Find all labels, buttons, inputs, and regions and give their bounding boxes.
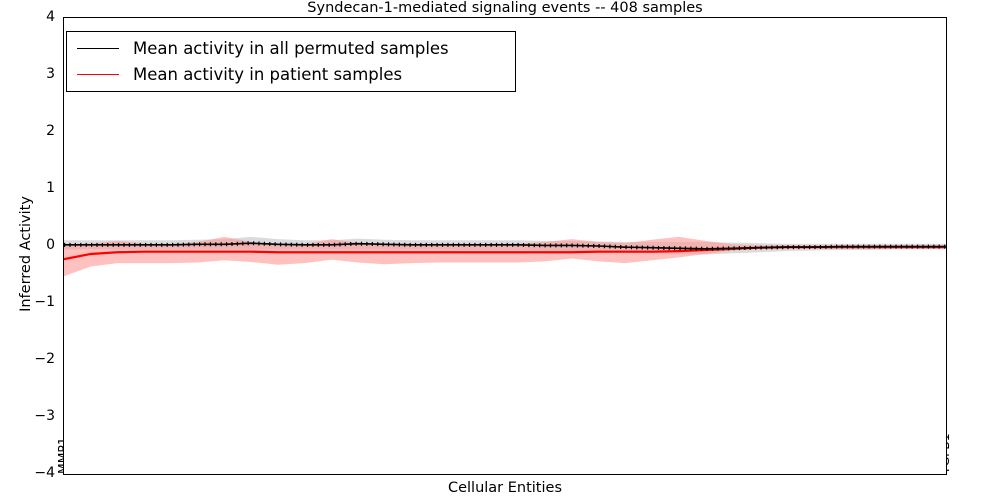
chart-title: Syndecan-1-mediated signaling events -- … — [307, 0, 703, 16]
y-tick-label: −2 — [34, 351, 55, 367]
plot-area — [63, 17, 947, 475]
y-tick-label: 1 — [46, 180, 55, 196]
y-tick-label: 4 — [46, 9, 55, 25]
y-tick-label: 2 — [46, 123, 55, 139]
y-tick-label: 0 — [46, 237, 55, 253]
y-tick-label: −4 — [34, 465, 55, 481]
x-axis-label: Cellular Entities — [447, 480, 563, 496]
y-tick-label: 3 — [46, 66, 55, 82]
legend-label-patient: Mean activity in patient samples — [133, 64, 403, 84]
y-tick-label: −3 — [34, 408, 55, 424]
legend-entry-patient: Mean activity in patient samples — [77, 61, 402, 87]
legend-swatch-permuted — [77, 47, 119, 49]
y-axis-label: Inferred Activity — [18, 196, 34, 312]
legend-label-permuted: Mean activity in all permuted samples — [133, 38, 449, 58]
y-tick-label: −1 — [34, 294, 55, 310]
plot-svg — [64, 236, 946, 277]
patient-confidence-band — [64, 236, 946, 277]
permuted-mean-markers — [64, 241, 946, 251]
chart-legend: Mean activity in all permuted samples Me… — [66, 31, 516, 92]
legend-entry-permuted: Mean activity in all permuted samples — [77, 35, 449, 61]
legend-swatch-patient — [77, 73, 119, 75]
